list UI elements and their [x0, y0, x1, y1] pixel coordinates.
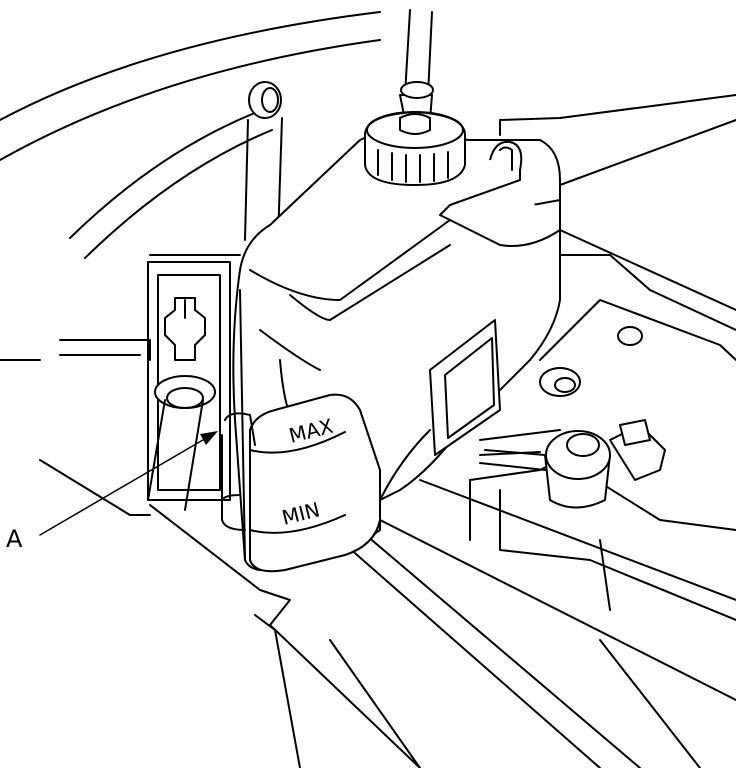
background-lines	[0, 11, 381, 361]
chassis-lines	[39, 459, 736, 768]
callout-a-label: A	[6, 525, 23, 553]
overflow-hose	[147, 375, 216, 511]
mount-bolt	[539, 367, 581, 397]
callout-a: A	[6, 431, 218, 553]
engine-bay-plate	[479, 94, 736, 456]
bolt-hole	[617, 326, 643, 346]
mounting-band	[221, 412, 256, 531]
mount-bracket	[147, 261, 231, 501]
battery-terminal	[469, 419, 736, 621]
hose-clip	[244, 81, 283, 241]
keyhole-slot	[164, 297, 206, 361]
reservoir-cap	[364, 9, 466, 186]
callout-arrowhead	[200, 431, 218, 445]
level-scale-panel: MAX MIN	[249, 393, 381, 573]
